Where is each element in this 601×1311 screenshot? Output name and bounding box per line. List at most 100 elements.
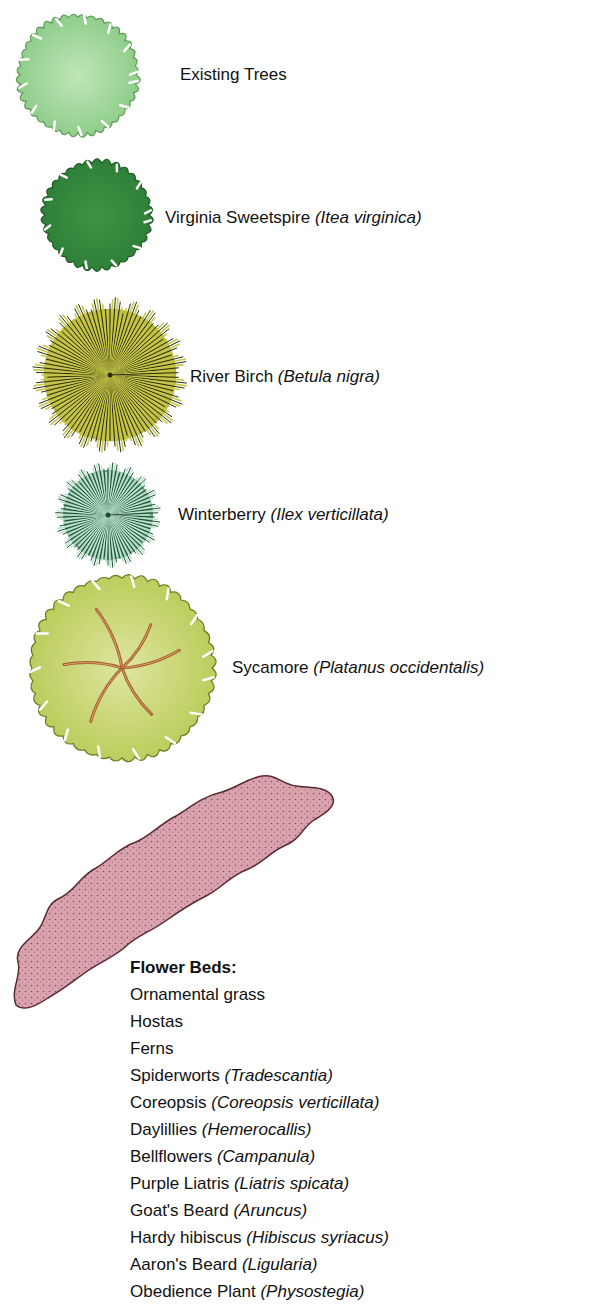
common-name: Winterberry [178, 505, 271, 524]
legend-label: Virginia Sweetspire (Itea virginica) [165, 208, 422, 228]
branch [122, 625, 151, 668]
canopy-ray [33, 375, 110, 386]
canopy-notch [32, 106, 37, 113]
canopy-notch [87, 162, 90, 168]
canopy-notch [65, 730, 68, 740]
botanical-name: (Platanus occidentalis) [313, 658, 484, 677]
common-name: Obedience Plant [130, 1282, 260, 1301]
canopy-notch [45, 198, 51, 201]
plant-list-item: Purple Liatris (Liatris spicata) [130, 1174, 349, 1194]
canopy-notch [85, 262, 86, 268]
canopy-ray [110, 368, 179, 375]
canopy-notch [191, 713, 202, 715]
botanical-name: (Coreopsis verticillata) [211, 1093, 379, 1112]
common-name: Aaron's Beard [130, 1255, 242, 1274]
canopy-notch [20, 58, 28, 61]
botanical-name: (Hibiscus syriacus) [246, 1228, 389, 1247]
canopy-notch [78, 127, 81, 135]
branch [91, 668, 122, 722]
canopy-notch [133, 749, 139, 758]
botanical-name: (Betula nigra) [278, 367, 380, 386]
sweetspire-symbol [41, 159, 153, 271]
plant-list-item: Aaron's Beard (Ligularia) [130, 1255, 318, 1275]
existing-tree-symbol [16, 14, 140, 137]
canopy-notch [131, 576, 134, 586]
canopy-ray [36, 375, 110, 383]
winterberry-symbol [55, 463, 160, 568]
canopy-notch [191, 615, 197, 624]
legend-label: River Birch (Betula nigra) [190, 367, 380, 387]
botanical-name: (Aruncus) [233, 1201, 307, 1220]
botanical-name: (Ilex verticillata) [271, 505, 389, 524]
canopy-ray [41, 375, 110, 380]
plant-list-item: Hardy hibiscus (Hibiscus syriacus) [130, 1228, 389, 1248]
canopy-notch [166, 737, 175, 743]
canopy-notch [61, 175, 67, 178]
canopy-ray [58, 515, 108, 531]
canopy-ray [110, 375, 121, 452]
canopy-ray [99, 464, 108, 515]
canopy-ray [58, 515, 108, 529]
canopy-ray [105, 309, 110, 375]
plant-list-item: Ferns [130, 1039, 173, 1059]
canopy-notch [108, 25, 110, 33]
branch-highlight [64, 663, 122, 668]
common-name: Virginia Sweetspire [165, 208, 315, 227]
canopy-outline [41, 159, 153, 271]
plant-list-item: Obedience Plant (Physostegia) [130, 1282, 364, 1302]
branch [122, 668, 152, 714]
legend-heading: Flower Beds: [130, 958, 237, 978]
canopy-ray [104, 469, 108, 515]
common-name: Sycamore [232, 658, 313, 677]
canopy-ray [110, 362, 186, 375]
branch-highlight [91, 668, 122, 722]
canopy-notch [120, 105, 128, 107]
canopy-notch [167, 589, 169, 600]
plant-list-item: Daylillies (Hemerocallis) [130, 1120, 311, 1140]
canopy-notch [137, 183, 140, 189]
canopy-notch [84, 15, 86, 23]
canopy-ray [108, 515, 113, 568]
canopy-ray [108, 508, 160, 515]
canopy-notch [116, 165, 119, 172]
legend-label: Sycamore (Platanus occidentalis) [232, 658, 484, 678]
branch [96, 609, 122, 668]
canopy-ray [96, 463, 108, 515]
branch-highlight [122, 668, 152, 714]
canopy-ray [110, 373, 178, 375]
canopy-ray [108, 513, 158, 515]
botanical-name: (Liatris spicata) [234, 1174, 349, 1193]
common-name: Spiderworts [130, 1066, 224, 1085]
canopy-notch [60, 249, 62, 255]
canopy-notch [112, 261, 116, 266]
branch-highlight [96, 609, 122, 668]
sycamore-symbol [30, 575, 216, 762]
canopy-notch [203, 651, 212, 657]
canopy-ray [110, 359, 186, 375]
plant-list-item: Bellflowers (Campanula) [130, 1147, 315, 1167]
botanical-name: (Hemerocallis) [202, 1120, 312, 1139]
canopy-notch [37, 632, 48, 635]
plant-list-item: Ornamental grass [130, 985, 265, 1005]
canopy-notch [45, 225, 50, 229]
river-birch-symbol [33, 297, 188, 452]
canopy-notch [30, 667, 40, 672]
plant-list-item: Hostas [130, 1012, 183, 1032]
canopy-ray [108, 510, 160, 515]
canopy-ray [96, 298, 110, 375]
canopy-ray [99, 300, 110, 375]
canopy-ray [101, 466, 108, 515]
canopy-notch [40, 702, 47, 710]
common-name: Goat's Beard [130, 1201, 233, 1220]
common-name: River Birch [190, 367, 278, 386]
trunk-dot [106, 513, 111, 518]
canopy-notch [56, 19, 61, 26]
canopy-notch [33, 35, 41, 38]
legend-label: Winterberry (Ilex verticillata) [178, 505, 389, 525]
common-name: Coreopsis [130, 1093, 211, 1112]
botanical-name: (Campanula) [217, 1147, 315, 1166]
plant-list-item: Coreopsis (Coreopsis verticillata) [130, 1093, 379, 1113]
common-name: Hardy hibiscus [130, 1228, 246, 1247]
botanical-name: (Ligularia) [242, 1255, 318, 1274]
canopy-notch [145, 210, 151, 213]
